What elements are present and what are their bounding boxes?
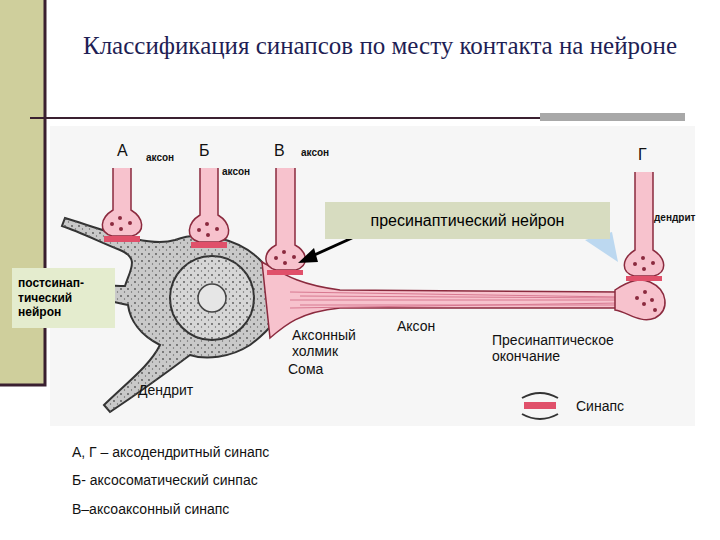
part-label: Аксон <box>397 318 435 334</box>
callout-box: постсинап-тический нейрон <box>12 268 115 328</box>
part-label: В <box>274 142 285 160</box>
part-label: Г <box>638 146 647 164</box>
legend-text: Синапс <box>576 398 624 414</box>
title-bar <box>540 113 685 121</box>
axon <box>262 262 665 338</box>
title: Классификация синапсов по месту контакта… <box>60 30 700 61</box>
box-text: пресинаптический нейрон <box>371 211 565 230</box>
part-label: А, Г – аксодендритный синапс <box>72 444 269 460</box>
part-label: аксон <box>222 166 250 178</box>
part-label: Б- аксосоматический синпас <box>72 472 258 488</box>
part-label: Аксонный холмик <box>292 327 392 359</box>
part-label: Сома <box>288 361 323 377</box>
part-label: аксон <box>146 152 174 164</box>
part-label: Пресинаптическое окончание <box>492 332 632 364</box>
box-text: постсинап-тический нейрон <box>18 276 100 319</box>
leader-head <box>298 248 318 263</box>
illustration-ground <box>50 126 695 426</box>
synapse-legend-symbol <box>522 393 558 419</box>
part-label: Дендрит <box>138 382 193 398</box>
part-label: дендрит <box>654 212 695 224</box>
axon-terminals <box>102 168 663 281</box>
part-label: аксон <box>301 147 329 159</box>
part-label: Б <box>199 142 210 160</box>
callout-box: пресинаптический нейрон <box>325 202 610 239</box>
part-label: А <box>117 142 128 160</box>
part-label: В–аксоаксонный синапс <box>72 501 229 517</box>
leader-line <box>312 238 352 256</box>
